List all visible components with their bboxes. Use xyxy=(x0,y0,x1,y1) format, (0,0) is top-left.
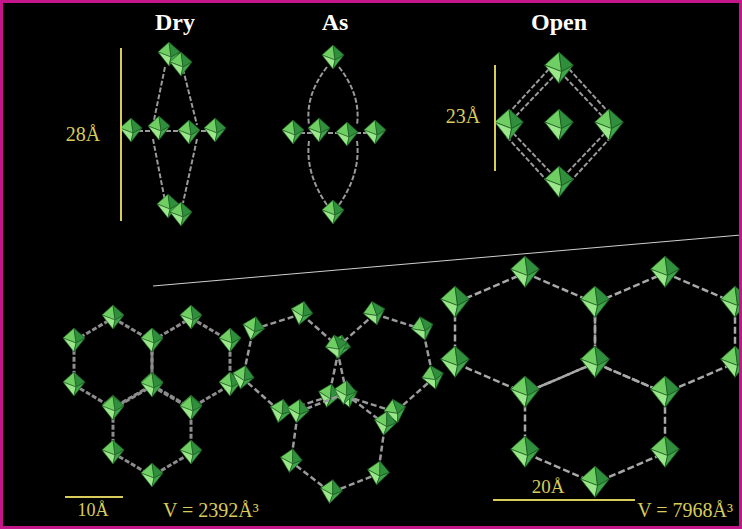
mof-illustration xyxy=(3,3,742,529)
column-heading: Open xyxy=(531,9,587,35)
volume-label: V = 7968Å³ xyxy=(637,499,733,521)
dimension-label: 23Å xyxy=(446,105,480,127)
dimension-label: 28Å xyxy=(66,123,100,145)
scale-label: 10Å xyxy=(78,501,109,521)
scale-label: 20Å xyxy=(532,477,565,498)
column-heading: As xyxy=(322,9,349,35)
column-heading: Dry xyxy=(155,9,195,35)
volume-label: V = 2392Å³ xyxy=(163,499,259,521)
